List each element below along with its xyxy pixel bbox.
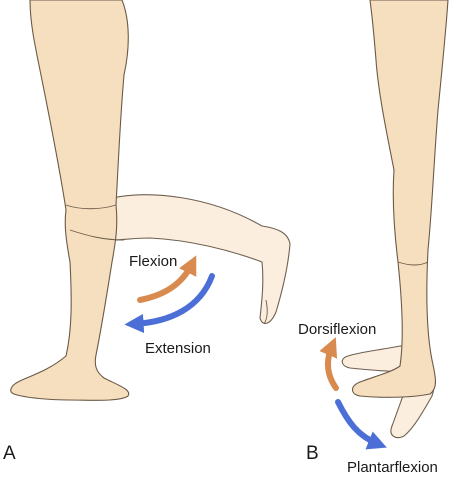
panel-b: Dorsiflexion Plantarflexion B	[298, 0, 449, 476]
panel-a-letter: A	[3, 443, 16, 464]
standing-leg-b	[351, 0, 449, 398]
dorsiflexion-arrow	[319, 337, 339, 391]
extension-label: Extension	[145, 340, 211, 357]
standing-leg-a	[10, 0, 130, 401]
flexed-lower-leg	[111, 194, 291, 324]
plantarflexion-label: Plantarflexion	[347, 459, 438, 476]
flexion-arrow	[137, 255, 197, 303]
panel-a: Flexion Extension A	[3, 0, 291, 464]
flexion-label: Flexion	[129, 253, 177, 270]
extension-arrow	[124, 273, 215, 334]
plantarflexion-arrow	[335, 399, 387, 450]
panel-b-letter: B	[306, 443, 319, 464]
dorsiflexion-label: Dorsiflexion	[298, 321, 376, 338]
